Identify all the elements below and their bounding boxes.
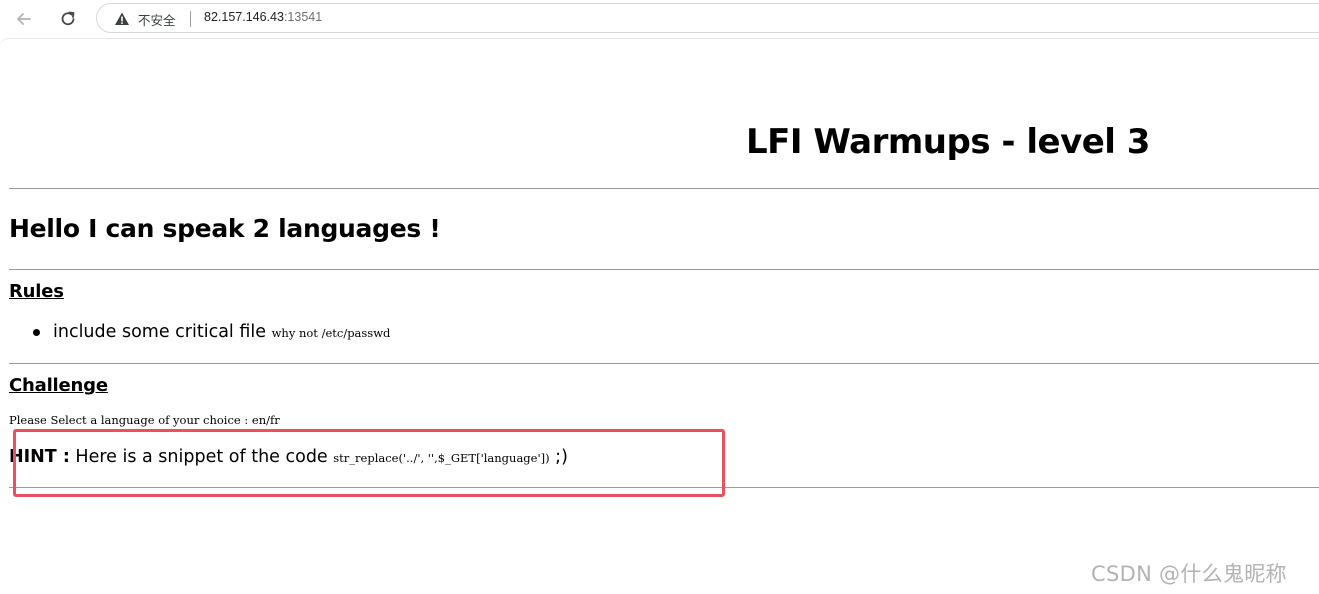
- rule-code: why not /etc/passwd: [271, 326, 391, 340]
- url-port: :13541: [283, 10, 323, 24]
- back-arrow-icon: [17, 13, 31, 25]
- page-title: LFI Warmups - level 3: [746, 122, 1150, 162]
- divider: [9, 487, 1319, 488]
- bullet-icon: [33, 329, 40, 336]
- url-text[interactable]: 82.157.146.43:13541: [204, 10, 322, 24]
- rules-list: include some critical file why not /etc/…: [9, 321, 390, 344]
- divider: [9, 363, 1319, 364]
- omnibox-divider: [190, 11, 191, 27]
- security-label[interactable]: 不安全: [138, 13, 176, 28]
- warning-icon[interactable]: [114, 11, 130, 27]
- rules-heading: Rules: [9, 281, 64, 302]
- hint-suffix: ;): [549, 447, 568, 467]
- reload-icon: [61, 11, 75, 26]
- hint-text: Here is a snippet of the code: [69, 447, 334, 467]
- rule-text: include some critical file: [53, 322, 272, 342]
- challenge-heading: Challenge: [9, 375, 108, 396]
- page-subtitle: Hello I can speak 2 languages !: [9, 214, 441, 243]
- address-bar[interactable]: 不安全 82.157.146.43:13541 aa: [96, 3, 1319, 33]
- back-button[interactable]: [11, 6, 37, 32]
- hint-code: str_replace('../', '',$_GET['language']): [333, 451, 550, 465]
- watermark: CSDN @什么鬼昵称: [1091, 562, 1287, 586]
- divider: [9, 269, 1319, 270]
- divider: [9, 188, 1319, 189]
- page-edge: [0, 38, 1319, 47]
- challenge-text: Please Select a language of your choice …: [9, 413, 280, 427]
- browser-toolbar: 不安全 82.157.146.43:13541 aa: [0, 0, 1319, 38]
- url-host: 82.157.146.43: [204, 10, 284, 24]
- hint-label: HINT :: [9, 447, 70, 467]
- rule-item: include some critical file why not /etc/…: [9, 321, 390, 344]
- reload-button[interactable]: [55, 6, 81, 32]
- hint-line: HINT : Here is a snippet of the code str…: [9, 446, 568, 469]
- highlight-annotation-box: [13, 429, 725, 497]
